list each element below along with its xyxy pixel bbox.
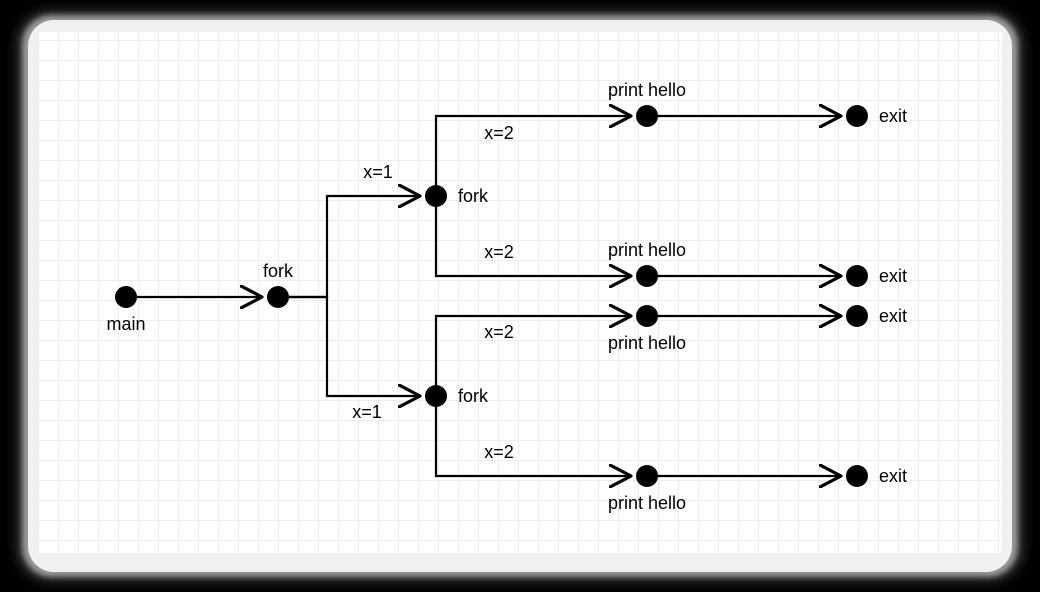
edge-label-e-forkA-printA1: x=2 xyxy=(484,123,514,143)
node-fork0[interactable] xyxy=(267,286,289,308)
node-label-exit3: exit xyxy=(879,306,907,326)
edge-e-fork0-forkB[interactable] xyxy=(289,295,420,396)
edge-label-e-forkA-printA2: x=2 xyxy=(484,242,514,262)
node-label-fork0: fork xyxy=(263,261,294,281)
node-printA2[interactable] xyxy=(636,265,658,287)
edge-e-fork0-forkA[interactable] xyxy=(289,196,420,299)
node-exit4[interactable] xyxy=(846,465,868,487)
node-printA1[interactable] xyxy=(636,105,658,127)
node-label-printA1: print hello xyxy=(608,80,686,100)
edge-labels-layer: x=1 x=1 x=2 x=2 x=2 x=2 xyxy=(352,123,514,462)
edge-e-forkA-printA2[interactable] xyxy=(434,207,631,276)
edge-label-e-forkB-printB2: x=2 xyxy=(484,442,514,462)
node-forkB[interactable] xyxy=(425,385,447,407)
node-exit2[interactable] xyxy=(846,265,868,287)
edges-layer xyxy=(137,116,841,476)
node-exit3[interactable] xyxy=(846,305,868,327)
node-label-forkA: fork xyxy=(458,186,489,206)
node-label-printA2: print hello xyxy=(608,240,686,260)
node-label-exit2: exit xyxy=(879,266,907,286)
edge-e-forkB-printB1[interactable] xyxy=(434,316,631,385)
node-label-main: main xyxy=(106,314,145,334)
edge-label-e-fork0-forkA: x=1 xyxy=(363,162,393,182)
edge-label-e-fork0-forkB: x=1 xyxy=(352,402,382,422)
node-label-forkB: fork xyxy=(458,386,489,406)
node-label-printB2: print hello xyxy=(608,493,686,513)
node-printB1[interactable] xyxy=(636,305,658,327)
node-label-printB1: print hello xyxy=(608,333,686,353)
node-label-exit4: exit xyxy=(879,466,907,486)
node-main[interactable] xyxy=(115,286,137,308)
node-label-exit1: exit xyxy=(879,106,907,126)
edge-e-forkB-printB2[interactable] xyxy=(434,407,631,476)
node-exit1[interactable] xyxy=(846,105,868,127)
node-printB2[interactable] xyxy=(636,465,658,487)
edge-e-forkA-printA1[interactable] xyxy=(434,116,631,185)
node-forkA[interactable] xyxy=(425,185,447,207)
edge-label-e-forkB-printB1: x=2 xyxy=(484,322,514,342)
nodes-layer: main fork fork fork print hello print hello pr… xyxy=(106,80,907,513)
